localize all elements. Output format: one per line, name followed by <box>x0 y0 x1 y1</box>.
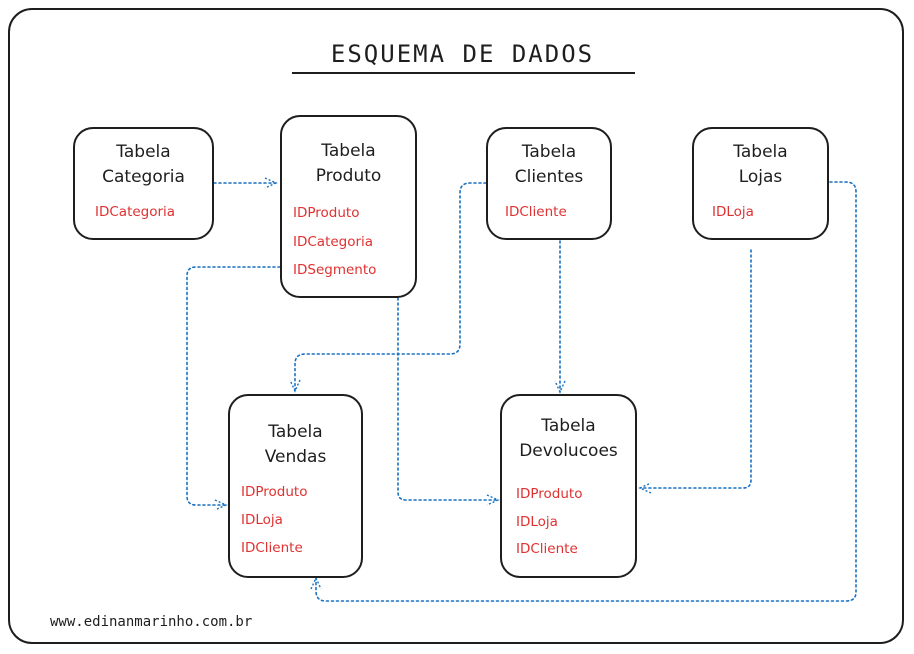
field-idproduto: IDProduto <box>516 486 583 502</box>
connector-lojas-vendas <box>310 181 857 602</box>
table-lojas-label-line1: Tabela <box>733 142 788 162</box>
table-devolucoes-label-line1: Tabela <box>541 416 596 436</box>
table-devolucoes-label-line2: Devolucoes <box>519 441 618 461</box>
connector-clientes-vendas <box>289 182 487 393</box>
table-lojas-label-line2: Lojas <box>738 167 783 187</box>
connector-lojas-devolucoes <box>638 249 752 494</box>
field-idcategoria: IDCategoria <box>95 204 176 220</box>
field-idcliente: IDCliente <box>241 540 303 556</box>
table-devolucoes: Tabela Devolucoes IDProduto IDLoja IDCli… <box>500 394 637 578</box>
table-clientes-label-line2: Clientes <box>514 167 584 187</box>
diagram-frame <box>8 8 904 644</box>
table-lojas: Tabela Lojas IDLoja <box>692 127 829 240</box>
table-produto-label-line2: Produto <box>315 166 382 186</box>
table-clientes: Tabela Clientes IDCliente <box>486 127 612 240</box>
table-produto-label-line1: Tabela <box>321 141 376 161</box>
footer-website: www.edinanmarinho.com.br <box>50 614 253 630</box>
table-clientes-label-line1: Tabela <box>521 142 577 162</box>
table-categoria-label-line2: Categoria <box>102 167 185 187</box>
table-produto: Tabela Produto IDProduto IDCategoria IDS… <box>280 115 417 298</box>
table-categoria-label-line1: Tabela <box>116 142 171 162</box>
connector-produto-devolucoes <box>397 297 500 506</box>
field-idloja: IDLoja <box>516 514 558 530</box>
table-vendas: Tabela Vendas IDProduto IDLoja IDCliente <box>228 394 363 578</box>
title-underline <box>292 72 635 74</box>
field-idloja: IDLoja <box>712 204 754 220</box>
table-vendas-label-line1: Tabela <box>268 422 323 442</box>
field-idcategoria: IDCategoria <box>293 234 374 250</box>
table-vendas-label-line2: Vendas <box>264 447 327 467</box>
field-idproduto: IDProduto <box>293 205 360 221</box>
field-idsegmento: IDSegmento <box>293 262 377 278</box>
field-idcliente: IDCliente <box>505 204 567 220</box>
field-idcliente: IDCliente <box>516 541 578 557</box>
diagram-title: ESQUEMA DE DADOS <box>330 40 595 68</box>
field-idloja: IDLoja <box>241 512 283 528</box>
field-idproduto: IDProduto <box>241 484 308 500</box>
table-categoria: Tabela Categoria IDCategoria <box>73 127 214 240</box>
connector-produto-vendas <box>186 266 281 511</box>
